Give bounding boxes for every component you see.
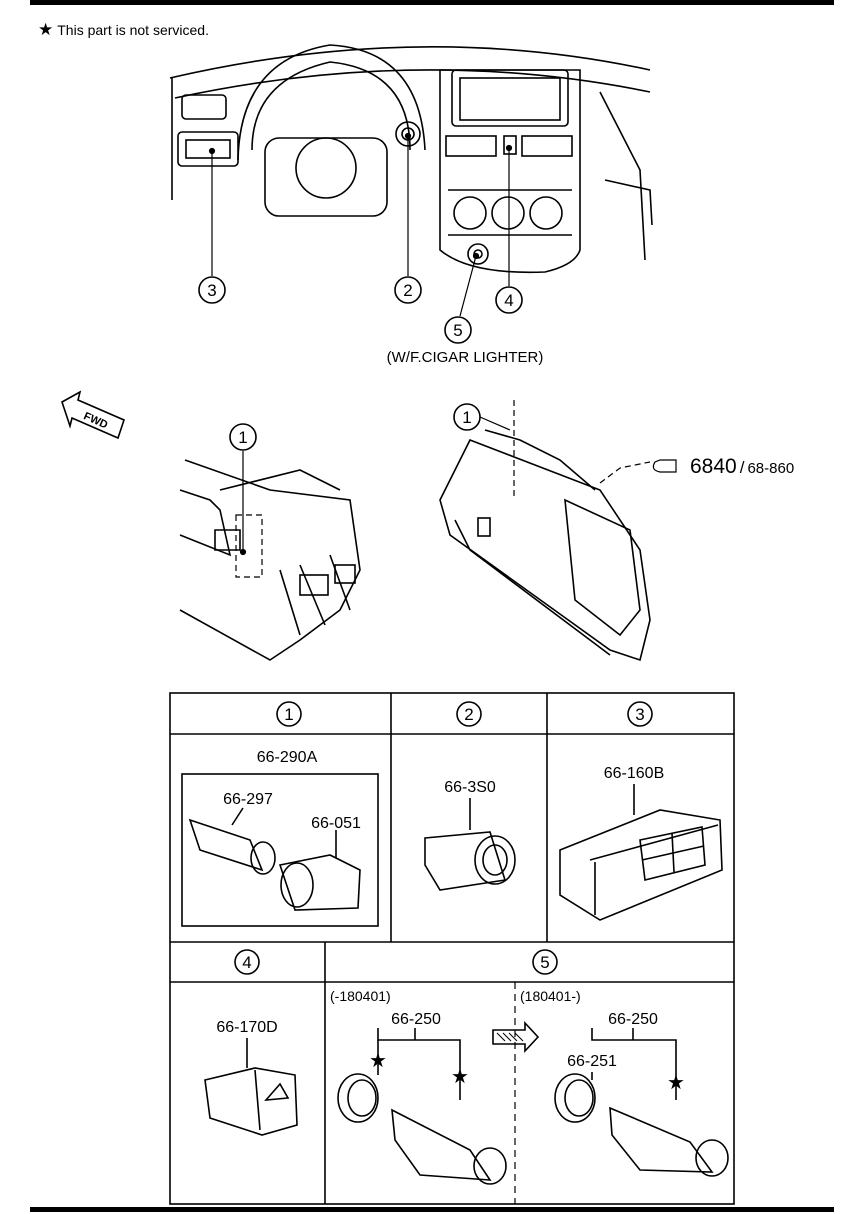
cell5-right-part: 66-250: [608, 1011, 658, 1028]
console-diagram: FWD 1 1 6840/68-860: [61, 390, 794, 662]
cigar-lighter-note: (W/F.CIGAR LIGHTER): [387, 349, 544, 366]
callout-3-label: 3: [207, 281, 216, 300]
cell4-num: 4: [242, 953, 251, 972]
cell1-num: 1: [284, 705, 293, 724]
callout-4-label: 4: [504, 291, 513, 310]
cell5-right-range: (180401-): [520, 988, 581, 1004]
cell2-num: 2: [464, 705, 473, 724]
panel-ref-sep: /: [740, 458, 745, 477]
cell4-part: 66-170D: [216, 1019, 277, 1036]
star-icon: ★: [38, 20, 54, 39]
cell3-num: 3: [635, 705, 644, 724]
legend-note: ★This part is not serviced.: [38, 21, 209, 38]
cell5-left-part: 66-250: [391, 1011, 441, 1028]
cell5-left-range: (-180401): [330, 988, 391, 1004]
star-icon: ★: [369, 1050, 387, 1072]
bottom-border: [30, 1207, 834, 1212]
cell1-part-b: 66-051: [311, 815, 361, 832]
panel-reference-icon: [652, 459, 677, 473]
panel-reference: 6840/68-860: [690, 455, 794, 478]
parts-table: 1 2 3 4 5 66-290A 66-297 66-051 66-3S0 6…: [169, 692, 735, 1205]
fwd-arrow-icon: FWD: [61, 390, 125, 440]
cell1-assy: 66-290A: [257, 749, 318, 766]
top-border: [30, 0, 834, 5]
panel-ref-main: 6840: [690, 455, 737, 478]
callout-2-label: 2: [403, 281, 412, 300]
panel-ref-sub: 68-860: [747, 460, 794, 477]
callout-1a-label: 1: [238, 428, 247, 447]
cell2-part: 66-3S0: [444, 779, 496, 796]
star-icon: ★: [667, 1072, 685, 1094]
callout-1b-label: 1: [462, 408, 471, 427]
cell5-num: 5: [540, 953, 549, 972]
cell1-part-a: 66-297: [223, 791, 273, 808]
cell5-right-sub: 66-251: [567, 1053, 617, 1070]
dashboard-diagram: 3 2 4 5 (W/F.CIGAR LIGHTER): [169, 44, 653, 366]
legend-note-text: This part is not serviced.: [57, 22, 209, 38]
cell3-part: 66-160B: [604, 765, 665, 782]
callout-5-label: 5: [453, 321, 462, 340]
star-icon: ★: [451, 1066, 469, 1088]
